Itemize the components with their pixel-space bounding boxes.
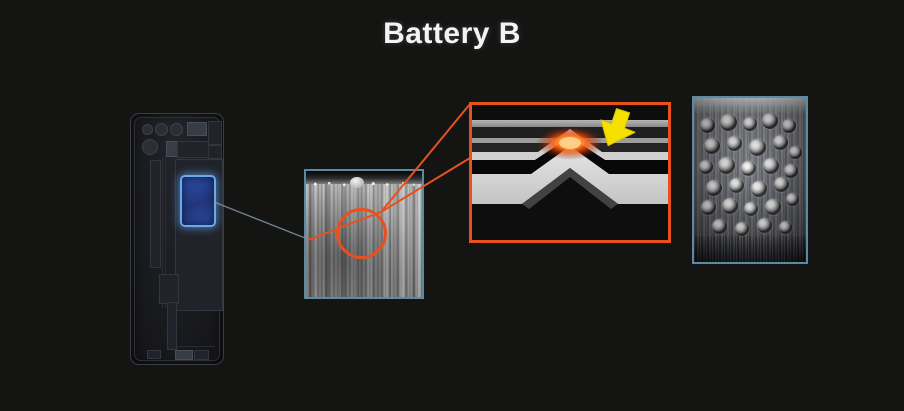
defect-circle[interactable] bbox=[336, 208, 387, 259]
phone-antenna-strip bbox=[167, 302, 177, 350]
page-title: Battery B bbox=[383, 17, 521, 50]
cs-layer-separator-top bbox=[472, 120, 668, 127]
phone-trace-bottom bbox=[175, 346, 215, 347]
pointer-arrow bbox=[600, 108, 636, 147]
ct-scan-nodule bbox=[350, 177, 364, 188]
cs-layer-peak-shadow bbox=[522, 168, 618, 209]
ct-top-upper-fringe bbox=[694, 98, 806, 114]
ct-top-lower-fringe bbox=[694, 236, 806, 262]
phone-sensor-block bbox=[187, 122, 207, 136]
cs-layer-electrode-core bbox=[472, 146, 668, 204]
cs-layer-base-dark bbox=[472, 168, 668, 240]
phone-usb-port bbox=[175, 350, 193, 360]
ct-scan-speckles bbox=[306, 180, 422, 188]
phone-camera-lens-1 bbox=[142, 124, 153, 135]
ct-top-nodules bbox=[694, 98, 806, 262]
electrode-layer-cross-section bbox=[469, 102, 671, 243]
phone-trace-left-2 bbox=[165, 158, 166, 308]
connector-phone-to-ct bbox=[213, 201, 306, 239]
phone-bottom-module bbox=[159, 274, 179, 304]
phone-top-module-right bbox=[208, 121, 222, 145]
phone-logic-board-top bbox=[177, 141, 209, 158]
cs-layer-separator-black bbox=[472, 137, 668, 174]
phone-speaker-grille bbox=[194, 350, 209, 360]
phone-internal-xray bbox=[130, 113, 224, 365]
short-circuit-hotspot-core bbox=[559, 137, 581, 149]
phone-trace-left bbox=[162, 158, 163, 308]
phone-side-rail bbox=[150, 160, 161, 268]
battery-region-highlight[interactable] bbox=[182, 177, 214, 225]
battery-ct-cross-section-scan bbox=[304, 169, 424, 299]
phone-speaker-circle bbox=[142, 139, 158, 155]
phone-camera-lens-2 bbox=[155, 123, 168, 136]
phone-camera-lens-3 bbox=[170, 123, 183, 136]
phone-headphone-jack bbox=[147, 350, 161, 359]
cs-layer-anode-bent bbox=[472, 129, 668, 160]
ct-top-vignette bbox=[694, 98, 806, 262]
battery-ct-top-view-scan bbox=[692, 96, 808, 264]
phone-top-module-right-lower bbox=[208, 145, 222, 159]
cross-section-drawing bbox=[472, 105, 668, 240]
